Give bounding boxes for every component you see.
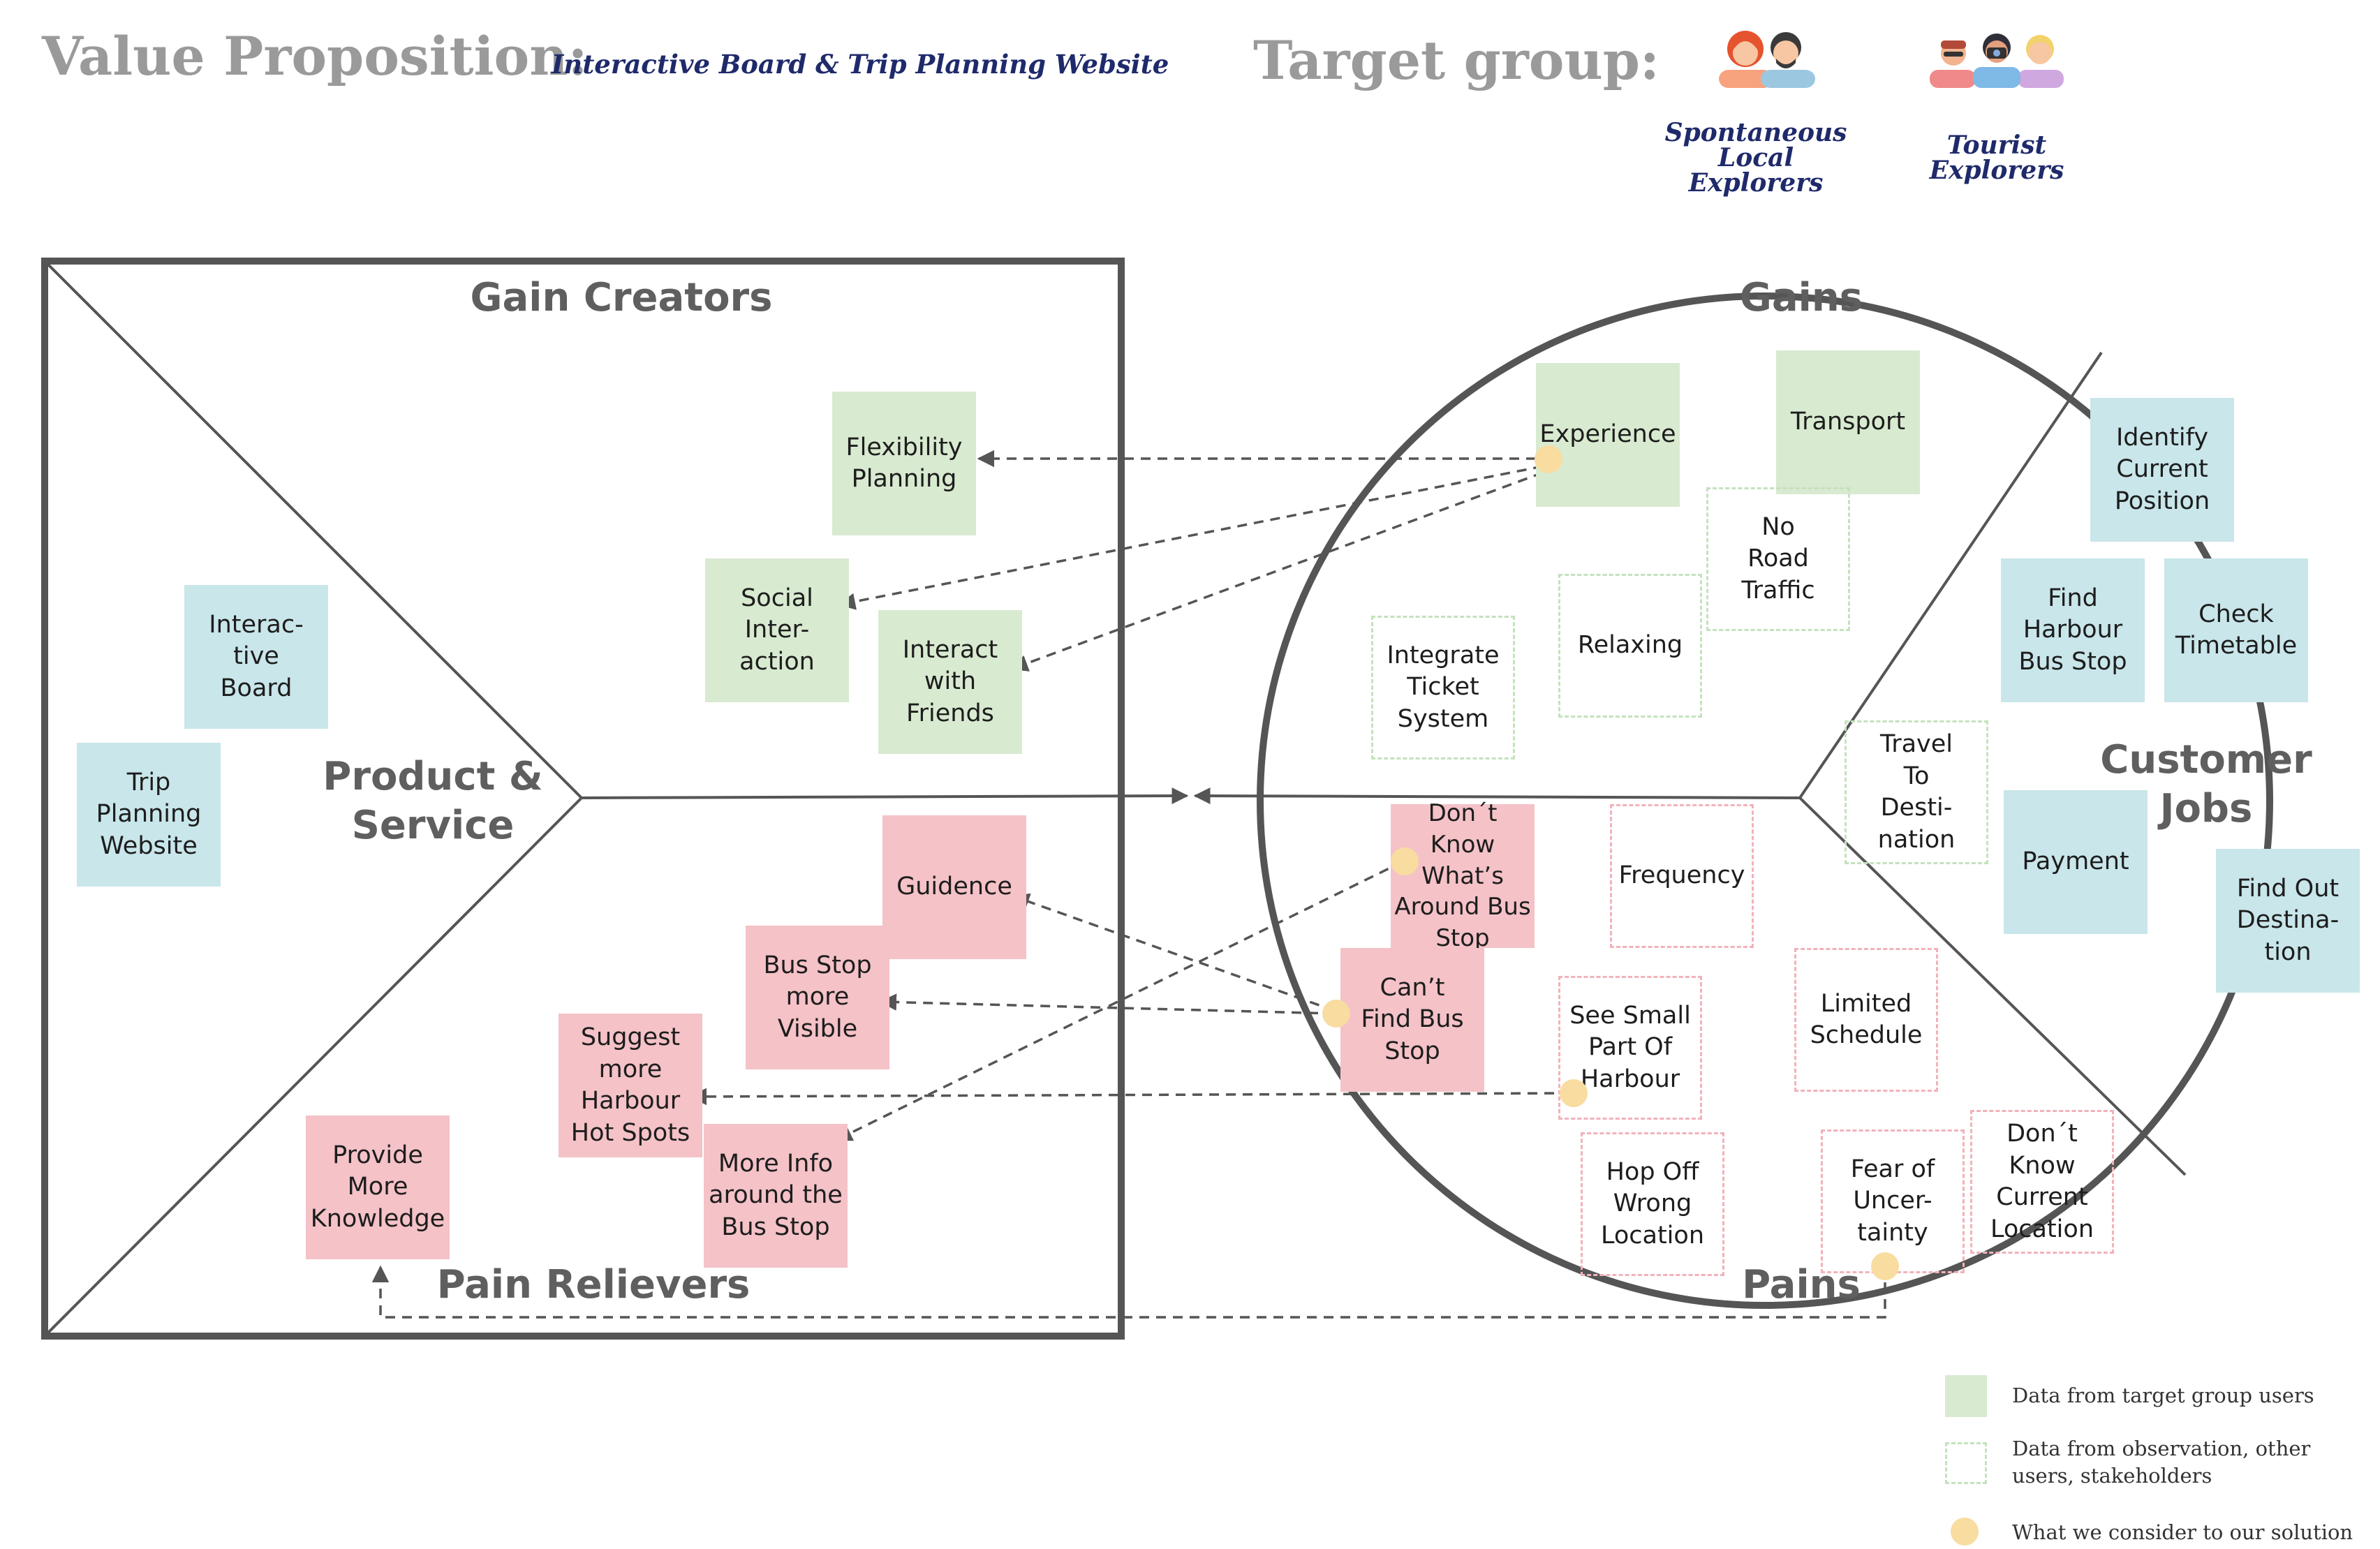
note-relaxing: Relaxing bbox=[1558, 574, 1702, 718]
solution-dot-fear bbox=[1871, 1252, 1899, 1280]
solution-dot-see-small bbox=[1560, 1079, 1588, 1107]
arrow-fear-knowledge bbox=[371, 1265, 1886, 1319]
fit-axis-right bbox=[1193, 787, 1801, 805]
legend-swatch-observation bbox=[1945, 1442, 1987, 1484]
note-provide-more-knowledge: Provide More Knowledge bbox=[306, 1116, 450, 1259]
note-dont-know-current-location: Don´t Know Current Location bbox=[1970, 1110, 2114, 1254]
solution-dot-dont-know-around bbox=[1391, 847, 1419, 875]
note-guidence: Guidence bbox=[882, 815, 1026, 959]
arrow-cantfind-busstop bbox=[879, 993, 1336, 1015]
note-fear-of-uncertainty: Fear of Uncer- tainty bbox=[1821, 1129, 1965, 1273]
legend-text-solution: What we consider to our solution bbox=[2012, 1520, 2353, 1544]
legend-swatch-target-users bbox=[1945, 1375, 1987, 1417]
note-more-info-bus-stop: More Info around the Bus Stop bbox=[704, 1124, 848, 1268]
note-identify-current-position: Identify Current Position bbox=[2090, 398, 2234, 542]
solution-dot-cant-find bbox=[1322, 1000, 1350, 1028]
note-transport: Transport bbox=[1776, 350, 1920, 494]
note-interactive-board: Interac- tive Board bbox=[184, 585, 328, 729]
note-dont-know-around-bus-stop: Don´t Know What’s Around Bus Stop bbox=[1391, 799, 1535, 952]
note-experience: Experience bbox=[1536, 363, 1680, 507]
note-travel-to-destination: Travel To Desti- nation bbox=[1845, 720, 1988, 864]
note-find-harbour-bus-stop: Find Harbour Bus Stop bbox=[2001, 558, 2145, 702]
note-find-out-destination: Find Out Destina- tion bbox=[2216, 849, 2360, 993]
note-cant-find-bus-stop: Can’t Find Bus Stop bbox=[1340, 948, 1484, 1092]
section-pains: Pains bbox=[1742, 1262, 1861, 1307]
note-interact-with-friends: Interact with Friends bbox=[878, 610, 1022, 754]
target-group-label: Target group: bbox=[1253, 29, 1660, 91]
arrow-seesmall-suggest bbox=[689, 1088, 1572, 1106]
note-flexibility-planning: Flexibility Planning bbox=[832, 392, 976, 535]
section-pain-relievers: Pain Relievers bbox=[436, 1262, 751, 1307]
profile-divider-top bbox=[1798, 351, 2103, 799]
solution-dot-experience bbox=[1535, 445, 1562, 473]
section-product-service: Product & Service bbox=[323, 754, 543, 848]
value-proposition-label: Value Proposition: bbox=[42, 25, 588, 87]
note-suggest-harbour-hot-spots: Suggest more Harbour Hot Spots bbox=[559, 1014, 702, 1157]
value-map-frame bbox=[41, 258, 1125, 1340]
note-bus-stop-more-visible: Bus Stop more Visible bbox=[746, 926, 889, 1069]
section-gain-creators: Gain Creators bbox=[470, 275, 773, 320]
fit-axis-left bbox=[581, 787, 1189, 805]
section-gains: Gains bbox=[1739, 275, 1863, 320]
value-proposition-value: Interactive Board & Trip Planning Websit… bbox=[552, 49, 1169, 80]
note-limited-schedule: Limited Schedule bbox=[1794, 948, 1938, 1092]
target-group-spontaneous: Spontaneous Local Explorers bbox=[1664, 118, 1847, 198]
arrow-dontknow-moreinfo bbox=[834, 860, 1404, 1141]
note-frequency: Frequency bbox=[1610, 804, 1754, 948]
section-customer-jobs: Customer Jobs bbox=[2100, 737, 2312, 831]
note-hop-off-wrong-location: Hop Off Wrong Location bbox=[1581, 1132, 1724, 1276]
note-check-timetable: Check Timetable bbox=[2164, 558, 2308, 702]
note-social-interaction: Social Inter- action bbox=[705, 558, 849, 702]
tourist-group-avatar-icon bbox=[1927, 21, 2067, 88]
arrow-cantfind-guidence bbox=[1012, 893, 1336, 1012]
note-no-road-traffic: No Road Traffic bbox=[1706, 487, 1850, 631]
profile-divider-bottom bbox=[1798, 796, 2187, 1176]
legend-swatch-solution bbox=[1951, 1518, 1979, 1546]
arrow-experience-social bbox=[838, 465, 1544, 610]
value-map-divider-bottom bbox=[47, 796, 583, 1334]
customer-profile-circle bbox=[1257, 292, 2273, 1309]
note-payment: Payment bbox=[2004, 790, 2148, 934]
note-trip-planning-website: Trip Planning Website bbox=[77, 743, 221, 887]
legend-text-target-users: Data from target group users bbox=[2012, 1384, 2314, 1407]
note-see-small-part-of-harbour: See Small Part Of Harbour bbox=[1558, 976, 1702, 1120]
note-integrate-ticket-system: Integrate Ticket System bbox=[1371, 616, 1515, 759]
value-map-divider-top bbox=[47, 263, 583, 799]
couple-avatar-icon bbox=[1709, 18, 1821, 88]
target-group-tourist: Tourist Explorers bbox=[1929, 131, 2064, 185]
legend-text-observation: Data from observation, other users, stak… bbox=[2012, 1437, 2311, 1488]
arrow-experience-friends bbox=[1010, 471, 1544, 672]
